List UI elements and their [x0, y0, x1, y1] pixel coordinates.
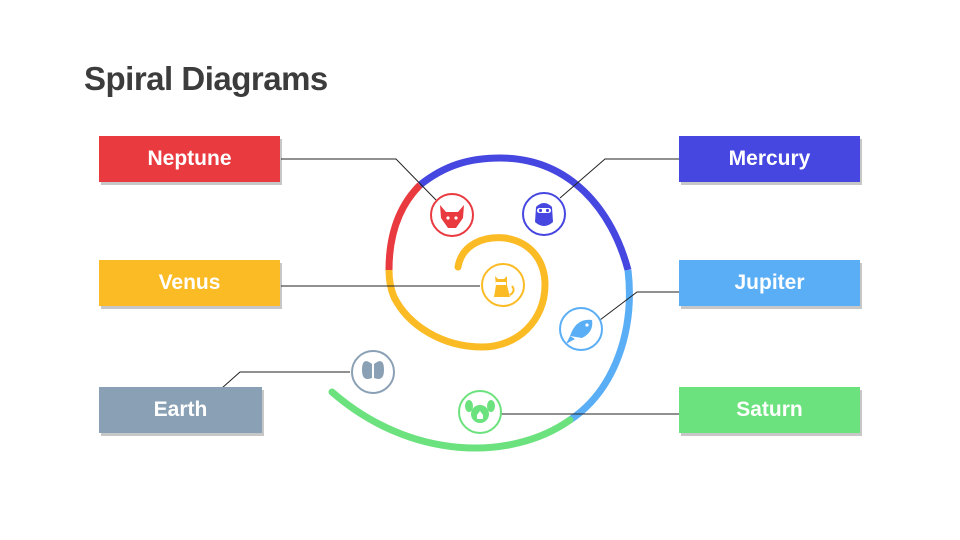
dog-icon — [458, 390, 502, 434]
label-earth: Earth — [153, 398, 208, 421]
connector-neptune — [281, 158, 437, 201]
spiral-segment-venus — [385, 234, 549, 351]
spiral-segment-saturn — [328, 388, 574, 452]
connector-jupiter — [595, 291, 679, 324]
spiral-segment-neptune — [385, 182, 423, 271]
connector-mercury — [559, 158, 679, 199]
label-box-saturn: Saturn — [679, 387, 860, 433]
spiral-segment-mercury — [417, 154, 632, 271]
label-box-mercury: Mercury — [679, 136, 860, 182]
label-mercury: Mercury — [728, 147, 811, 170]
label-neptune: Neptune — [147, 147, 232, 170]
fish-icon — [559, 307, 603, 351]
label-jupiter: Jupiter — [734, 271, 805, 294]
label-box-earth: Earth — [99, 387, 262, 433]
label-venus: Venus — [158, 271, 221, 294]
owl-icon — [522, 192, 566, 236]
label-box-jupiter: Jupiter — [679, 260, 860, 306]
connector-earth — [221, 371, 350, 389]
label-box-venus: Venus — [99, 260, 280, 306]
label-box-neptune: Neptune — [99, 136, 280, 182]
butterfly-icon — [351, 350, 395, 394]
page-title: Spiral Diagrams — [84, 60, 328, 97]
spiral-segment-jupiter — [568, 269, 633, 423]
fox-icon — [430, 193, 474, 237]
label-saturn: Saturn — [736, 398, 803, 421]
cat-icon — [481, 263, 525, 307]
